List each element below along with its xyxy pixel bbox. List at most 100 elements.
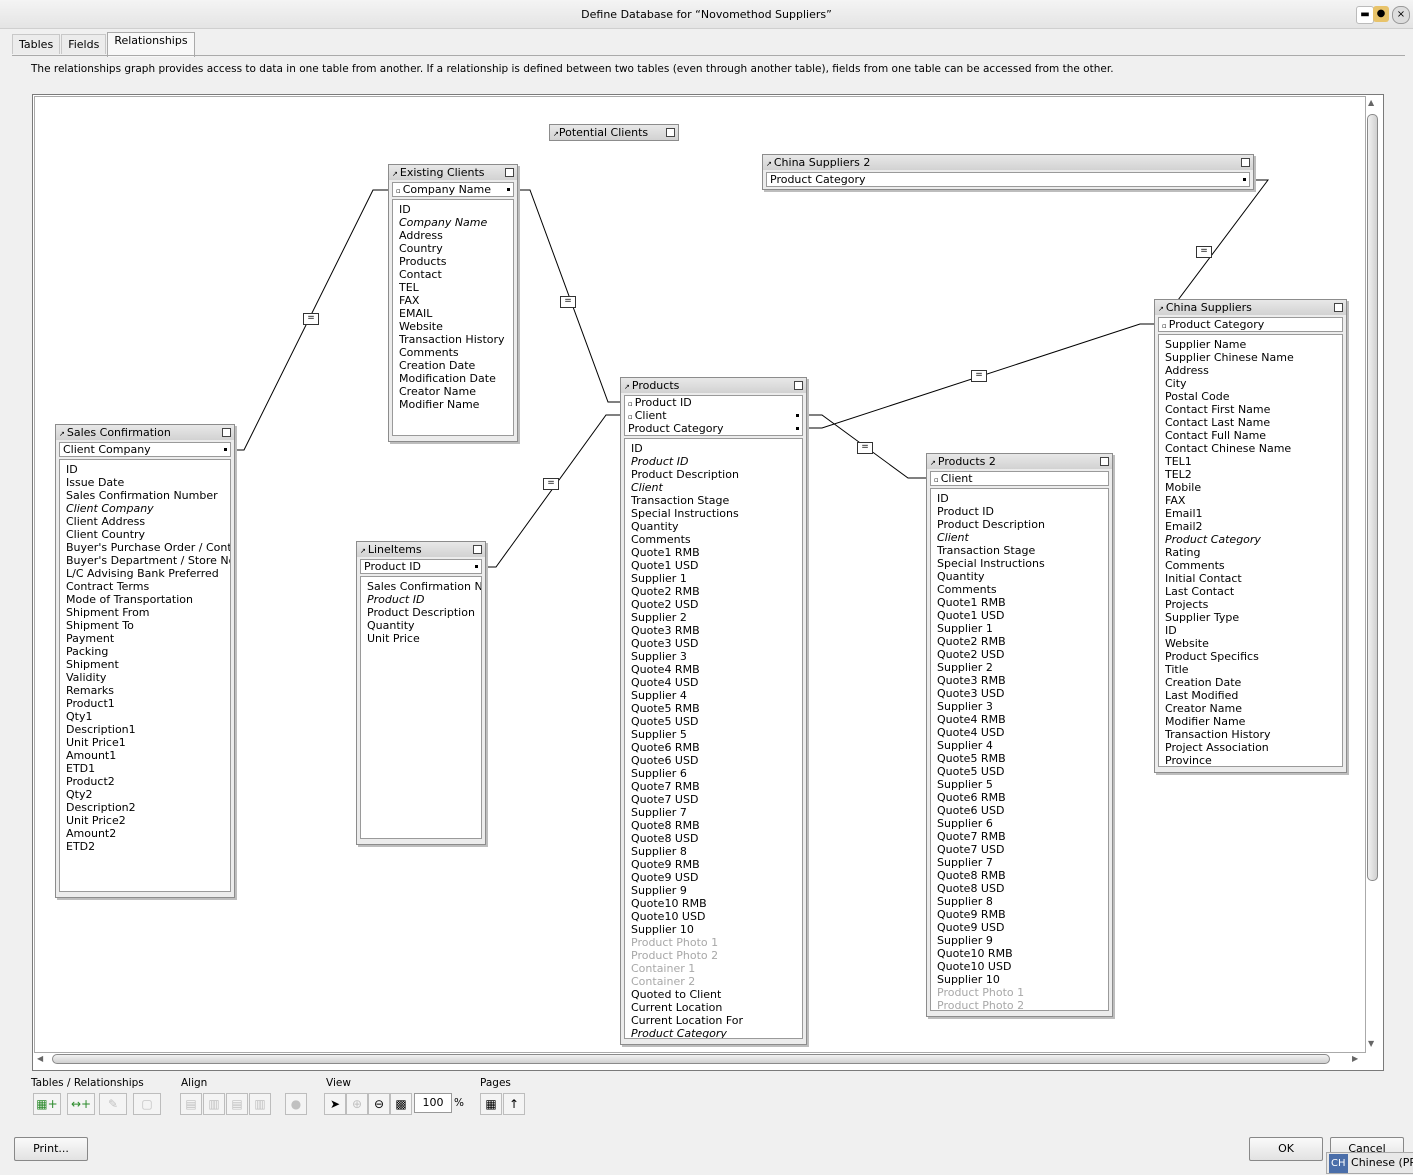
field-item[interactable]: Product Category (1165, 533, 1261, 546)
field-item[interactable]: Contact Full Name (1165, 429, 1267, 442)
key-field[interactable]: ▫Product ID (628, 396, 692, 409)
field-item[interactable]: Supplier 4 (631, 689, 687, 702)
horizontal-scrollbar[interactable]: ◀ ▶ (34, 1052, 1364, 1066)
table-products[interactable]: ↗Products ▫Product ID ▫Client Product Ca… (620, 377, 807, 1045)
field-item[interactable]: Validity (66, 671, 107, 684)
field-item[interactable]: Address (1165, 364, 1209, 377)
field-item[interactable]: Supplier 3 (937, 700, 993, 713)
page-setup-button[interactable]: ↑ (503, 1093, 525, 1115)
field-item[interactable]: Product Photo 1 (631, 936, 719, 949)
field-item[interactable]: Quote2 USD (937, 648, 1005, 661)
field-item[interactable]: Quote6 USD (631, 754, 699, 767)
field-item[interactable]: Container 2 (631, 975, 696, 988)
align-left-button[interactable]: ▤ (180, 1093, 202, 1115)
table-header[interactable]: ↗China Suppliers 2 (763, 155, 1253, 170)
field-item[interactable]: Amount2 (66, 827, 117, 840)
field-item[interactable]: Quote1 USD (937, 609, 1005, 622)
zoom-in-button[interactable]: ⊕ (346, 1093, 368, 1115)
scroll-thumb[interactable] (52, 1054, 1330, 1064)
field-item[interactable]: Quantity (937, 570, 985, 583)
key-field[interactable]: Product ID (361, 560, 481, 573)
field-item[interactable]: Mode of Transportation (66, 593, 193, 606)
field-item[interactable]: Quote9 RMB (631, 858, 700, 871)
field-item[interactable]: Transaction Stage (631, 494, 730, 507)
field-item[interactable]: Supplier 9 (937, 934, 993, 947)
field-item[interactable]: Contract Terms (66, 580, 150, 593)
field-item[interactable]: Product Description (631, 468, 739, 481)
field-item[interactable]: Quote8 USD (631, 832, 699, 845)
field-item[interactable]: Supplier 10 (631, 923, 694, 936)
field-item[interactable]: TEL (399, 281, 419, 294)
field-item[interactable]: Quote2 RMB (937, 635, 1006, 648)
field-item[interactable]: Supplier 3 (631, 650, 687, 663)
collapse-icon[interactable] (794, 381, 803, 390)
field-item[interactable]: Special Instructions (937, 557, 1045, 570)
field-item[interactable]: FAX (399, 294, 420, 307)
zoom-level-input[interactable]: 100 (414, 1093, 452, 1113)
field-item[interactable]: Province (1165, 754, 1212, 767)
field-item[interactable]: Current Location For (631, 1014, 744, 1027)
field-item[interactable]: Quote3 RMB (631, 624, 700, 637)
field-item[interactable]: Mobile (1165, 481, 1202, 494)
field-item[interactable]: ETD2 (66, 840, 96, 853)
field-item[interactable]: Supplier 1 (937, 622, 993, 635)
tab-fields[interactable]: Fields (61, 34, 107, 54)
field-item[interactable]: Sales Confirmation N... (367, 580, 481, 593)
field-item[interactable]: TEL1 (1165, 455, 1192, 468)
field-item[interactable]: Supplier 8 (631, 845, 687, 858)
field-item[interactable]: Sales Confirmation Number (66, 489, 218, 502)
field-item[interactable]: Product2 (66, 775, 115, 788)
field-item[interactable]: Quantity (367, 619, 415, 632)
field-item[interactable]: Product1 (66, 697, 115, 710)
field-item[interactable]: Product ID (631, 455, 689, 468)
table-china-suppliers[interactable]: ↗China Suppliers ▫Product Category Suppl… (1154, 299, 1347, 773)
equals-icon[interactable]: = (857, 442, 873, 454)
field-item[interactable]: Quote10 RMB (631, 897, 707, 910)
key-field[interactable]: Product Category (625, 422, 802, 435)
field-item[interactable]: Client Company (66, 502, 154, 515)
edit-button[interactable]: ✎ (99, 1093, 127, 1115)
scroll-thumb[interactable] (1367, 114, 1378, 881)
field-item[interactable]: Quote7 USD (631, 793, 699, 806)
field-item[interactable]: Quote1 RMB (937, 596, 1006, 609)
equals-icon[interactable]: = (1196, 246, 1212, 258)
field-item[interactable]: Product Description (367, 606, 475, 619)
field-item[interactable]: Country (399, 242, 443, 255)
field-item[interactable]: Quote1 RMB (631, 546, 700, 559)
field-item[interactable]: Transaction History (1165, 728, 1271, 741)
field-item[interactable]: Quote4 USD (937, 726, 1005, 739)
align-center-button[interactable]: ▥ (203, 1093, 225, 1115)
field-item[interactable]: Quote3 USD (631, 637, 699, 650)
field-item[interactable]: Supplier 7 (937, 856, 993, 869)
field-item[interactable]: Transaction History (399, 333, 505, 346)
close-icon[interactable]: × (1392, 6, 1410, 24)
field-item[interactable]: Contact First Name (1165, 403, 1271, 416)
zoom-out-button[interactable]: ⊖ (368, 1093, 390, 1115)
field-item[interactable]: Supplier 9 (631, 884, 687, 897)
field-item[interactable]: Quote7 RMB (631, 780, 700, 793)
field-item[interactable]: Contact Last Name (1165, 416, 1271, 429)
equals-icon[interactable]: = (560, 296, 576, 308)
field-item[interactable]: Rating (1165, 546, 1201, 559)
tab-relationships[interactable]: Relationships (107, 32, 195, 57)
field-item[interactable]: Quote7 RMB (937, 830, 1006, 843)
print-button[interactable]: Print... (14, 1137, 88, 1161)
field-item[interactable]: Qty2 (66, 788, 93, 801)
field-item[interactable]: City (1165, 377, 1187, 390)
field-item[interactable]: Quote6 RMB (937, 791, 1006, 804)
field-item[interactable]: Container 1 (631, 962, 696, 975)
delete-button[interactable]: ▢ (133, 1093, 161, 1115)
field-item[interactable]: Quote3 RMB (937, 674, 1006, 687)
field-item[interactable]: Quote4 RMB (937, 713, 1006, 726)
field-item[interactable]: Modifier Name (1165, 715, 1246, 728)
field-item[interactable]: Supplier 4 (937, 739, 993, 752)
field-item[interactable]: Website (399, 320, 443, 333)
field-item[interactable]: Description2 (66, 801, 136, 814)
field-item[interactable]: Description1 (66, 723, 136, 736)
field-item[interactable]: Issue Date (66, 476, 125, 489)
field-item[interactable]: Product ID (937, 505, 994, 518)
field-item[interactable]: Quote6 RMB (631, 741, 700, 754)
